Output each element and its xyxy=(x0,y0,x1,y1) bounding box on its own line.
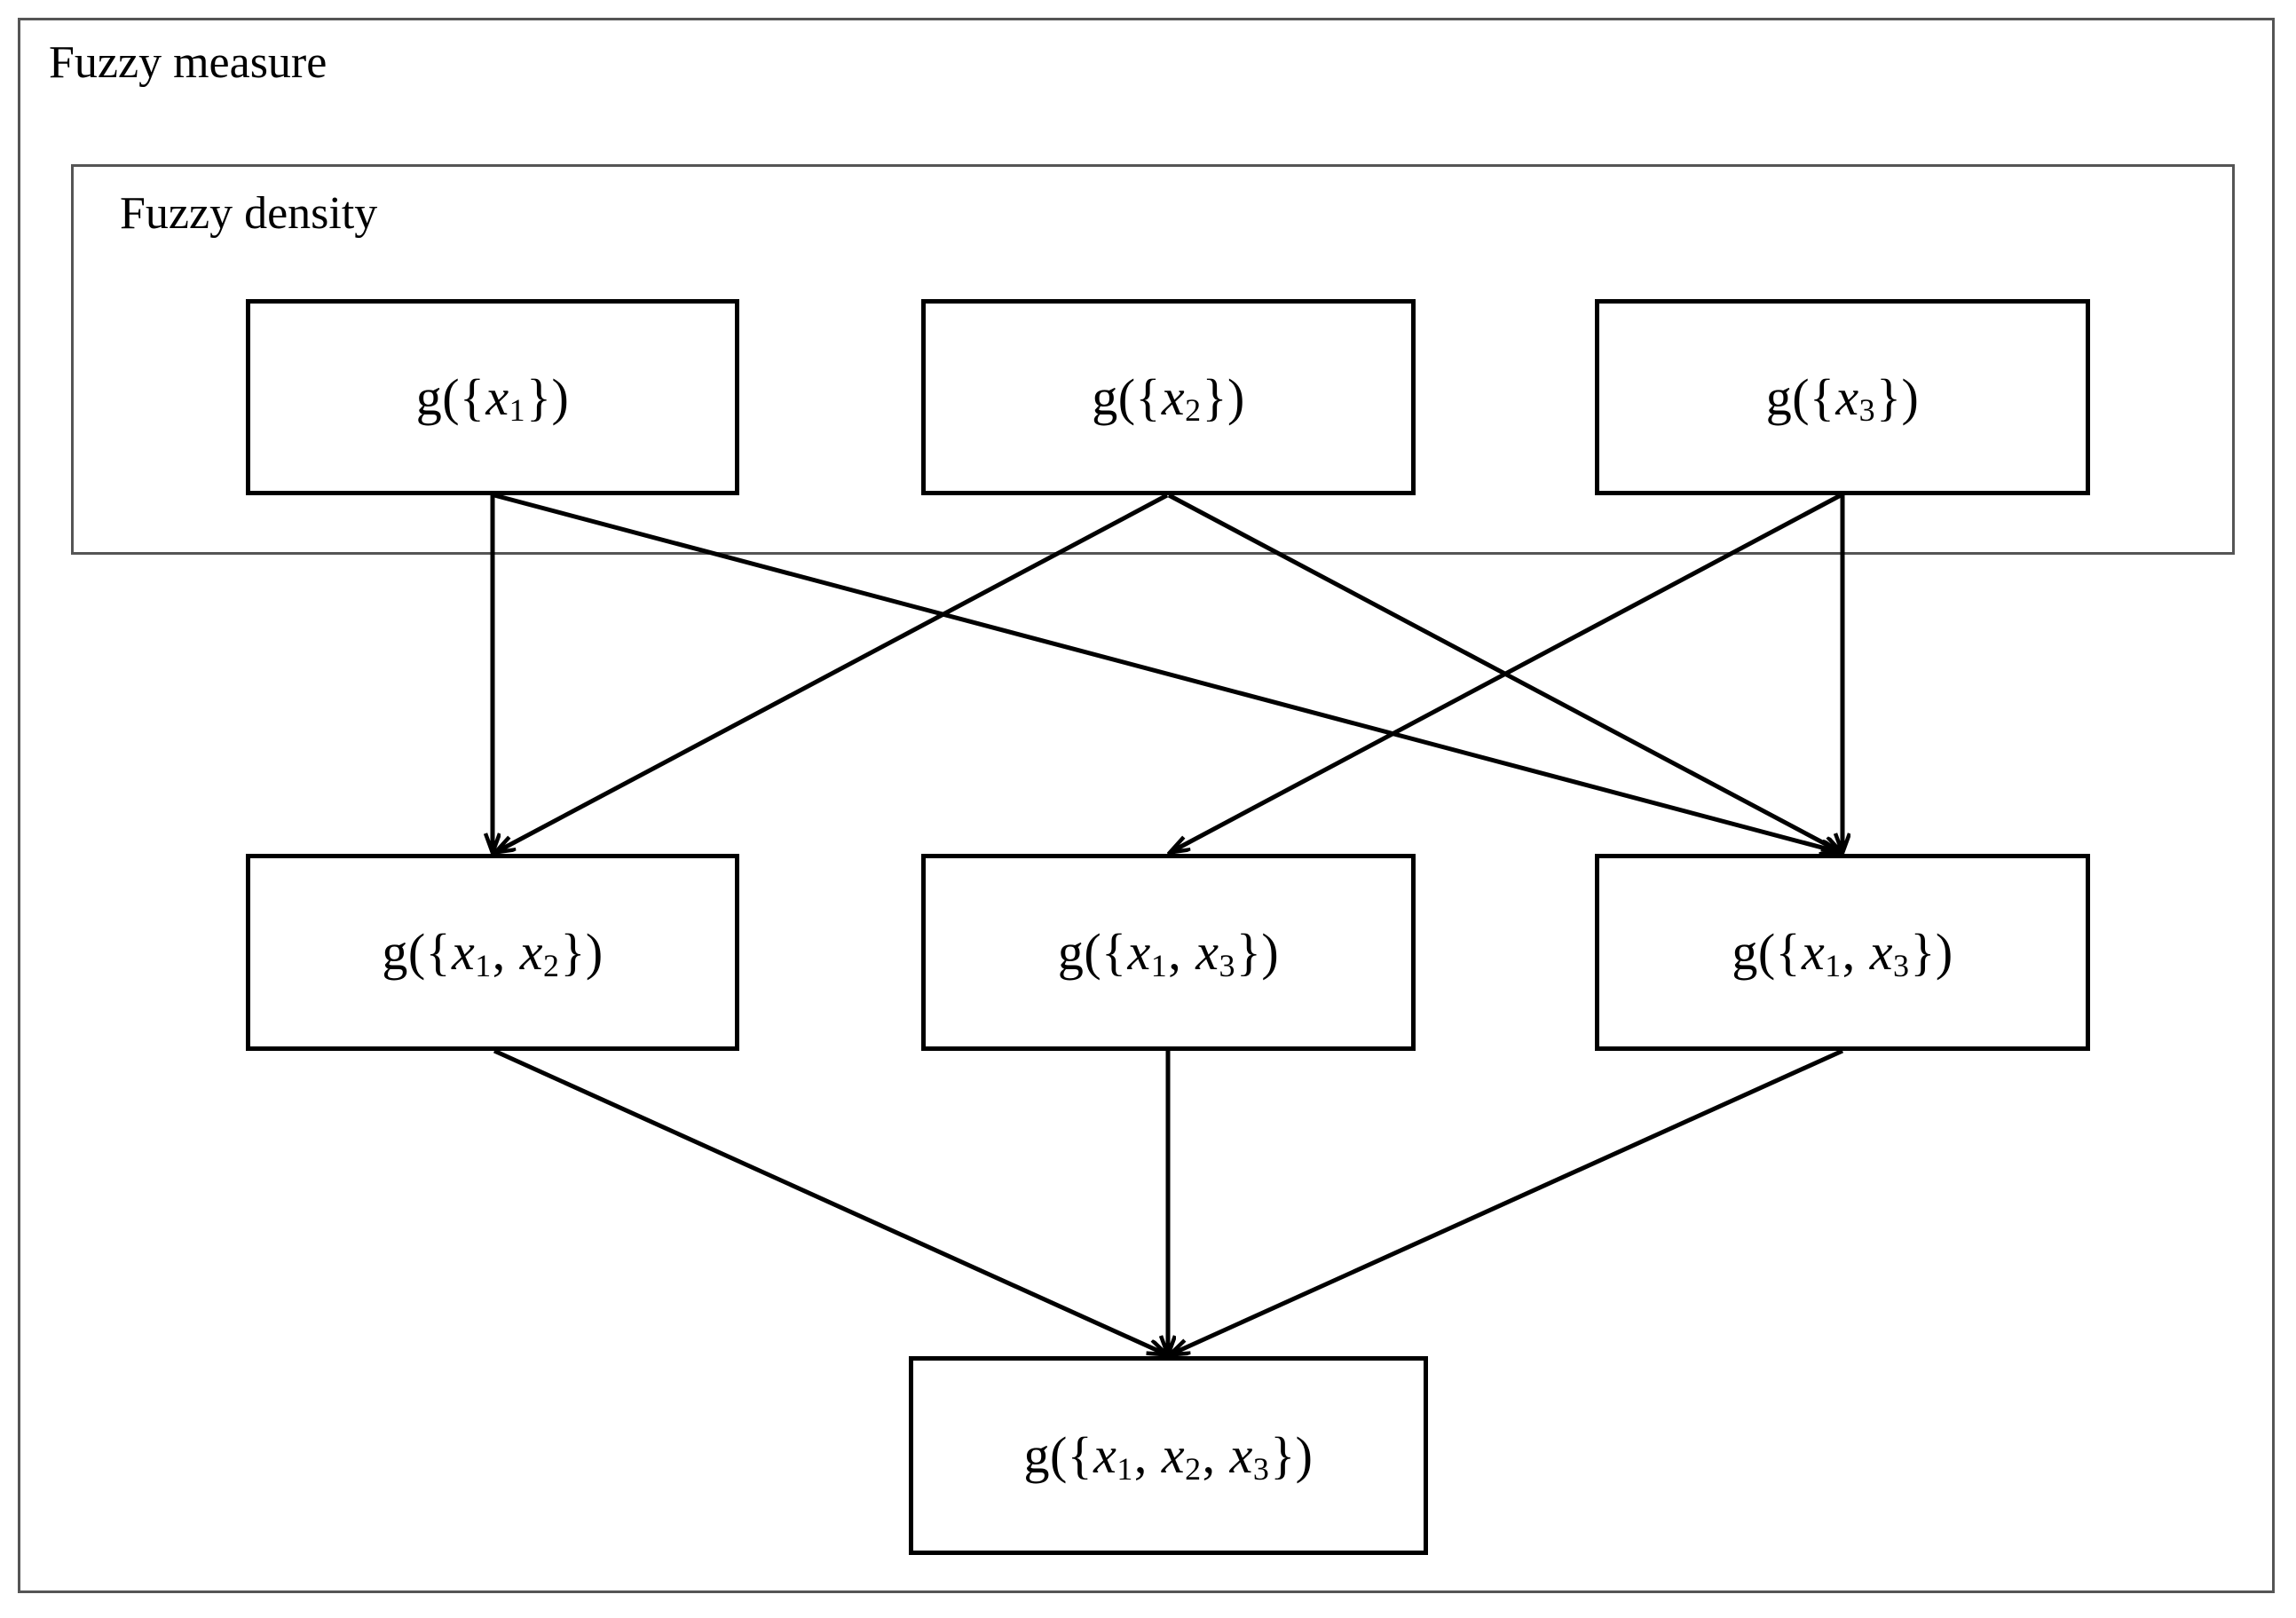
node-g-x1[interactable]: g({x1}) xyxy=(246,299,739,495)
node-g-x1x3-center-label: g({x1, x3}) xyxy=(1057,923,1280,983)
node-g-x1x3-right-label: g({x1, x3}) xyxy=(1732,923,1953,983)
node-g-x1x2[interactable]: g({x1, x2}) xyxy=(246,854,739,1051)
node-g-x1-label: g({x1}) xyxy=(415,367,570,429)
fuzzy-measure-title: Fuzzy measure xyxy=(49,37,327,88)
node-g-x1x2-label: g({x1, x2}) xyxy=(382,923,604,983)
fuzzy-density-title: Fuzzy density xyxy=(120,188,378,239)
node-g-x1x2x3-label: g({x1, x2, x3}) xyxy=(1023,1426,1314,1487)
node-g-x1x3-right[interactable]: g({x1, x3}) xyxy=(1595,854,2090,1051)
node-g-x1x2x3[interactable]: g({x1, x2, x3}) xyxy=(909,1356,1428,1555)
node-g-x1x3-center[interactable]: g({x1, x3}) xyxy=(921,854,1416,1051)
node-g-x2-label: g({x2}) xyxy=(1092,367,1245,429)
node-g-x3[interactable]: g({x3}) xyxy=(1595,299,2090,495)
node-g-x3-label: g({x3}) xyxy=(1765,367,1920,429)
node-g-x2[interactable]: g({x2}) xyxy=(921,299,1416,495)
